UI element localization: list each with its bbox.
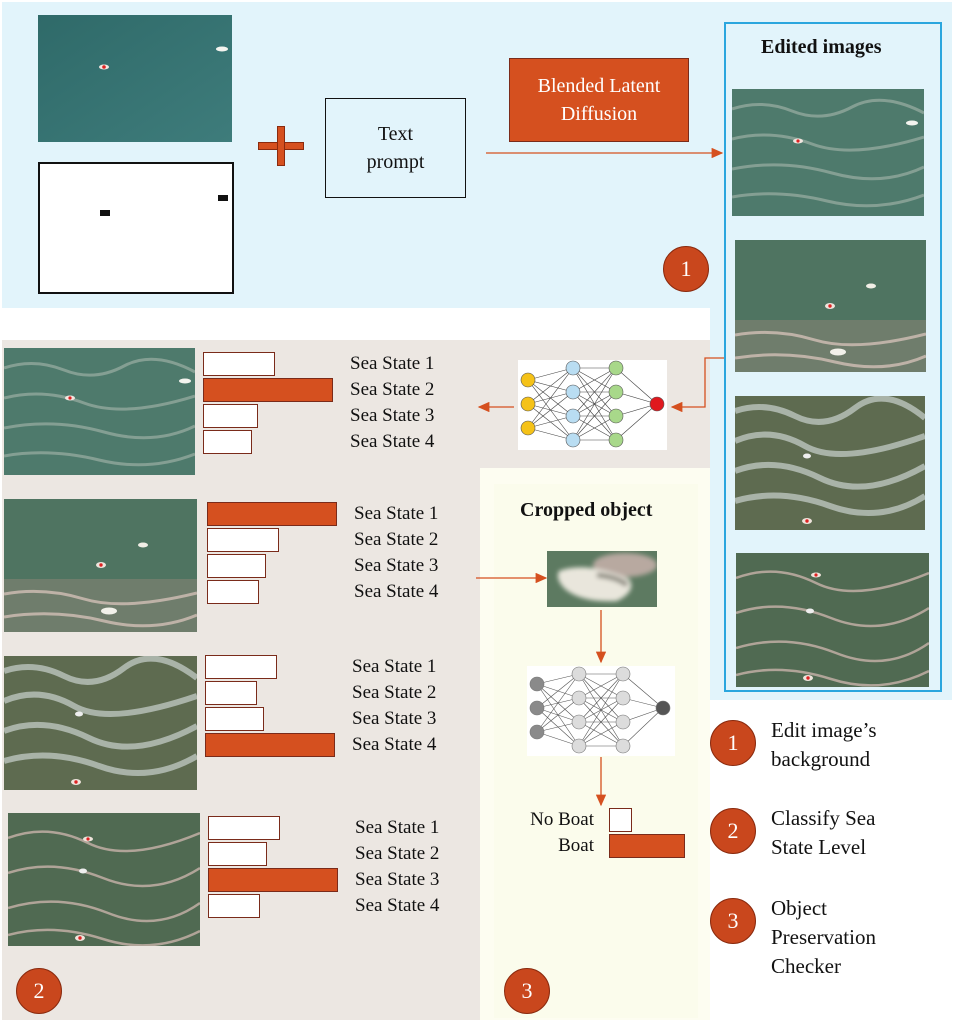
plus-icon (258, 126, 304, 166)
sea-state-bar (205, 681, 257, 705)
step-2-badge: 2 (16, 968, 62, 1014)
sea-state-row-4: Sea State 1 Sea State 2 Sea State 3 Sea Sta… (208, 816, 468, 920)
sea-state-bar (208, 868, 338, 892)
sea-state-bar (205, 707, 264, 731)
mask-region-1 (100, 210, 110, 216)
sea-state-bar (205, 655, 277, 679)
sea-state-bar (203, 352, 275, 376)
classified-image-1 (4, 348, 195, 475)
sea-state-bar (207, 580, 259, 604)
sea-state-classifier-network (518, 360, 667, 450)
mask-image (38, 162, 234, 294)
object-checker-network (527, 666, 675, 756)
classified-image-3 (4, 656, 197, 790)
edited-image-4 (736, 553, 929, 687)
mask-region-2 (218, 195, 228, 201)
sea-state-label: Sea State 4 (355, 895, 440, 916)
step-3-badge: 3 (504, 968, 550, 1014)
sea-state-label: Sea State 2 (355, 843, 440, 864)
classified-image-4 (8, 813, 200, 946)
sea-state-label: Sea State 1 (355, 817, 440, 838)
legend-text: Object Preservation Checker (771, 896, 876, 978)
sea-state-bar (207, 502, 337, 526)
sea-state-label: Sea State 4 (354, 581, 439, 602)
legend: 1 Edit image’s background 2 Classify Sea St… (708, 712, 948, 1012)
sea-state-label: Sea State 4 (350, 431, 435, 452)
sea-state-bar (208, 894, 260, 918)
arrow-edited-to-classifier (670, 357, 724, 413)
sea-state-label: Sea State 2 (350, 379, 435, 400)
cropped-object-title: Cropped object (520, 499, 653, 521)
sea-state-row-3: Sea State 1 Sea State 2 Sea State 3 Sea Sta… (205, 655, 465, 759)
sea-state-bar (203, 430, 252, 454)
sea-state-label: Sea State 3 (355, 869, 440, 890)
blended-latent-diffusion-box: Blended Latent Diffusion (509, 58, 689, 142)
boat-check-label: No Boat (530, 809, 594, 830)
sea-state-label: Sea State 2 (352, 682, 437, 703)
boat-check-bar (609, 808, 632, 832)
sea-state-row-2: Sea State 1 Sea State 2 Sea State 3 Sea Sta… (207, 502, 467, 606)
edited-images-frame (724, 22, 942, 692)
sea-state-label: Sea State 4 (352, 734, 437, 755)
sea-state-bar (208, 842, 267, 866)
source-image (38, 15, 232, 142)
method-label: Blended Latent Diffusion (537, 75, 661, 125)
sea-state-bar (207, 554, 266, 578)
sea-state-bar (207, 528, 279, 552)
text-prompt-box: Text prompt (325, 98, 466, 198)
boat-check-label: Boat (558, 835, 594, 856)
sea-state-label: Sea State 3 (352, 708, 437, 729)
sea-state-label: Sea State 1 (350, 353, 435, 374)
boat-check-bar (609, 834, 685, 858)
sea-state-label: Sea State 1 (354, 503, 439, 524)
sea-state-label: Sea State 3 (354, 555, 439, 576)
sea-state-bar (203, 378, 333, 402)
edited-images-title: Edited images (761, 36, 882, 58)
step-1-badge: 1 (663, 246, 709, 292)
legend-text: Classify Sea State Level (771, 806, 876, 859)
edited-image-1 (732, 89, 924, 216)
edited-image-3 (735, 396, 925, 530)
sea-state-label: Sea State 2 (354, 529, 439, 550)
sea-state-label: Sea State 3 (350, 405, 435, 426)
edited-image-2 (735, 240, 926, 372)
legend-text: Edit image’s background (771, 718, 877, 771)
sea-state-label: Sea State 1 (352, 656, 437, 677)
sea-state-bar (205, 733, 335, 757)
sea-state-bar (203, 404, 258, 428)
text-prompt-label: Text prompt (366, 123, 425, 173)
legend-badge: 1 (710, 720, 756, 766)
classified-image-2 (4, 499, 197, 632)
sea-state-row-1: Sea State 1 Sea State 2 Sea State 3 Sea Sta… (203, 352, 463, 456)
legend-badge: 3 (710, 898, 756, 944)
sea-state-bar (208, 816, 280, 840)
cropped-object-image (547, 551, 657, 607)
legend-badge: 2 (710, 808, 756, 854)
